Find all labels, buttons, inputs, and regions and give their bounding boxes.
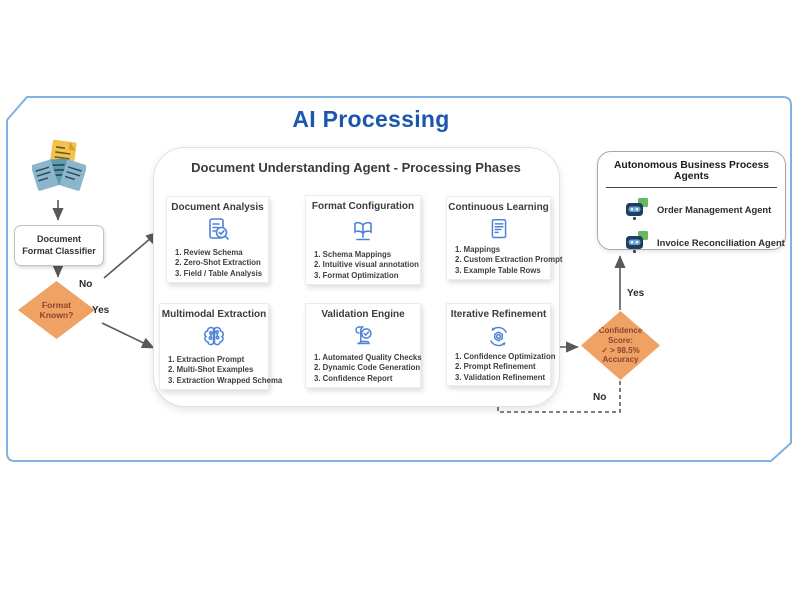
phase-step: 1. Schema Mappings: [314, 250, 392, 260]
phase-step: 3. Extraction Wrapped Schema: [168, 375, 283, 385]
phase-step: 3. Example Table Rows: [455, 265, 541, 275]
outer-frame-border: [6, 96, 792, 462]
agent-row-order-management: Order Management Agent: [624, 197, 785, 221]
confidence-line3: ✓ > 98.5%: [601, 345, 640, 355]
format-known-label: Format Known?: [39, 299, 74, 320]
confidence-yes-label: Yes: [627, 288, 645, 299]
phase-step: 2. Multi-Shot Examples: [168, 365, 254, 375]
gear-cycle-icon: [483, 321, 514, 352]
scroll-check-icon: [347, 321, 379, 353]
confidence-no-label: No: [593, 392, 607, 403]
phase-step: 1. Extraction Prompt: [168, 355, 245, 365]
robot-icon: [626, 198, 648, 221]
no-branch-label: No: [79, 279, 93, 290]
phase-step: 1. Review Schema: [175, 248, 243, 258]
confidence-line1: Confidence: [598, 326, 643, 336]
autonomous-agents-panel: Autonomous Business Process Agents Order…: [597, 151, 786, 254]
phase-title: Format Configuration: [311, 201, 415, 212]
phase-format-configuration: Format Configuration 1. Schema Mappings …: [305, 195, 421, 285]
agents-title-divider: [606, 187, 777, 188]
phase-step: 2. Zero-Shot Extraction: [175, 258, 261, 268]
doc-search-icon: [202, 214, 234, 248]
phase-step: 1. Mappings: [455, 245, 501, 255]
phase-title: Document Analysis: [171, 202, 264, 213]
phase-step: 3. Field / Table Analysis: [175, 268, 263, 278]
phase-step: 3. Validation Refinement: [455, 372, 546, 382]
phase-iterative-refinement: Iterative Refinement 1. Confidence Optim…: [446, 303, 556, 386]
phase-title: Validation Engine: [321, 309, 405, 320]
confidence-line2: Score:: [608, 335, 633, 345]
page-title: AI Processing: [292, 106, 450, 132]
arrow-yes-to-multimodal: [101, 322, 155, 349]
robot-icon: [626, 231, 648, 254]
phase-step: 2. Custom Extraction Prompt: [455, 255, 563, 265]
phase-step: 1. Automated Quality Checks: [314, 353, 422, 363]
arrow-no-to-document-analysis: [103, 231, 159, 279]
agents-panel-title: Autonomous Business Process Agents: [613, 160, 770, 182]
agent-label: Order Management Agent: [657, 203, 772, 215]
phase-title: Continuous Learning: [448, 202, 549, 213]
classifier-label-line2: Format Classifier: [22, 245, 96, 256]
confidence-line4: Accuracy: [602, 355, 639, 365]
phase-document-analysis: Document Analysis 1. Review Schema 2. Ze…: [166, 196, 269, 283]
pipeline-title: Document Understanding Agent - Processin…: [191, 160, 521, 175]
phase-step: 2. Intuitive visual annotation: [314, 260, 419, 270]
open-book-icon: [347, 213, 379, 250]
yes-branch-label: Yes: [92, 305, 110, 316]
brain-circuit-icon: [198, 321, 230, 355]
phase-step: 1. Confidence Optimization: [455, 352, 556, 361]
phase-continuous-learning: Continuous Learning 1. Mappings 2. Custo…: [446, 196, 563, 280]
phase-multimodal-extraction: Multimodal Extraction 1. Extraction Prom…: [159, 303, 283, 390]
classifier-label-line1: Document: [36, 234, 81, 245]
phase-validation-engine: Validation Engine 1. Automated Quality C…: [305, 303, 422, 388]
phase-step: 2. Prompt Refinement: [455, 362, 536, 372]
agent-label: Invoice Reconciliation Agent: [657, 236, 785, 248]
document-lines-icon: [484, 214, 514, 245]
phase-title: Multimodal Extraction: [161, 309, 267, 320]
phase-step: 3. Format Optimization: [314, 270, 399, 280]
agent-row-invoice-reconciliation: Invoice Reconciliation Agent: [624, 230, 785, 254]
document-format-classifier-box: Document Format Classifier: [14, 225, 104, 266]
document-stack-icon: [32, 139, 86, 191]
phase-title: Iterative Refinement: [450, 309, 547, 320]
phase-step: 3. Confidence Report: [314, 373, 393, 383]
phase-step: 2. Dynamic Code Generation: [314, 363, 421, 373]
